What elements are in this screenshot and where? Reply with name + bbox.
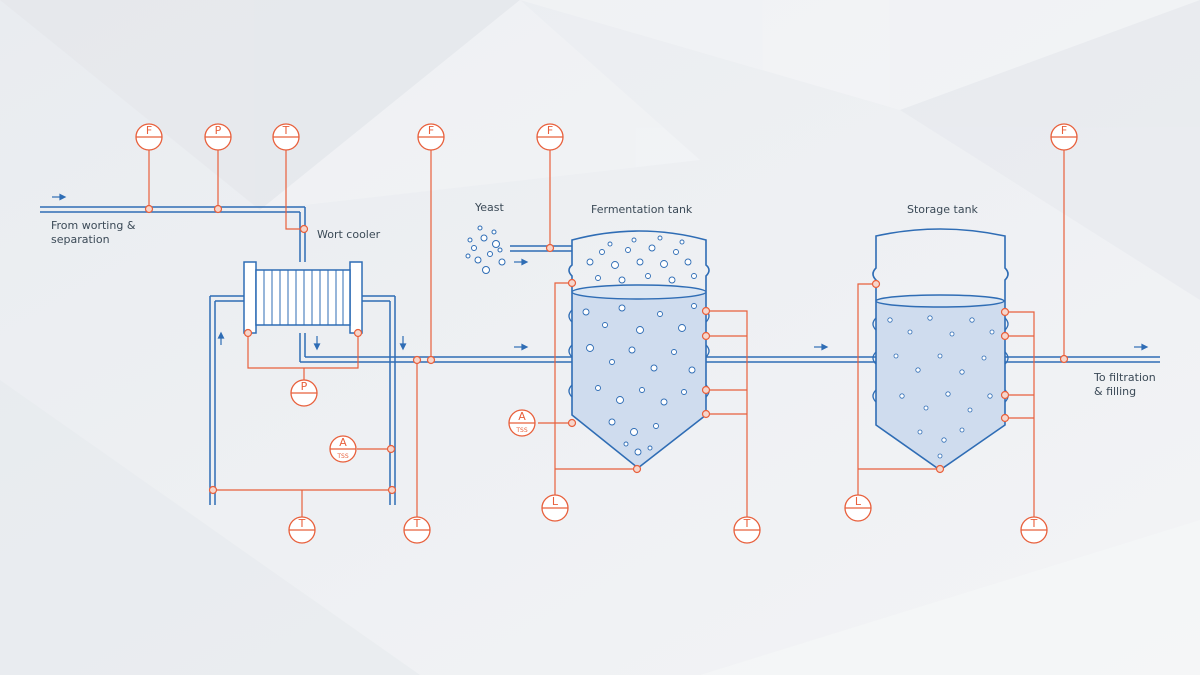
svg-text:L: L: [855, 495, 862, 508]
heat-exchanger-icon: [243, 261, 363, 334]
instrument-flow-inlet: F: [135, 123, 163, 151]
instrument-pressure-cooler: P: [290, 379, 318, 407]
svg-text:L: L: [552, 495, 559, 508]
instrument-temperature-after-cooler: T: [403, 516, 431, 544]
process-pipes: [40, 206, 1160, 505]
instrument-temperature-storage: T: [1020, 516, 1048, 544]
instrument-analyzer-loop: A TSS: [329, 435, 357, 463]
instrument-lines: [148, 150, 1065, 517]
yeast-label: Yeast: [474, 201, 504, 214]
instrument-level-fermentation: L: [541, 494, 569, 522]
instrument-pressure-inlet: P: [204, 123, 232, 151]
instrument-temperature-inlet: T: [272, 123, 300, 151]
foam-bubbles: [586, 235, 697, 284]
instrument-flow-after-cooler: F: [417, 123, 445, 151]
svg-text:F: F: [146, 124, 152, 137]
svg-text:TSS: TSS: [515, 427, 527, 434]
destination-label-line2: & filling: [1094, 385, 1136, 398]
source-label-line2: separation: [51, 233, 110, 246]
svg-text:F: F: [428, 124, 434, 137]
svg-text:T: T: [1030, 517, 1038, 530]
sensor-taps: [144, 204, 1069, 495]
instrument-temperature-loop: T: [288, 516, 316, 544]
svg-text:A: A: [518, 410, 526, 423]
svg-text:F: F: [547, 124, 553, 137]
instrument-flow-outlet: F: [1050, 123, 1078, 151]
instrument-temperature-fermentation: T: [733, 516, 761, 544]
storage-bubbles: [887, 315, 995, 459]
source-label-line1: From worting &: [51, 219, 136, 232]
svg-text:T: T: [743, 517, 751, 530]
liquid-bubbles: [582, 303, 697, 456]
storage-tank: [872, 228, 1009, 471]
svg-text:T: T: [413, 517, 421, 530]
fermentation-tank-label: Fermentation tank: [591, 203, 693, 216]
fermentation-tank: [568, 230, 710, 470]
svg-text:F: F: [1061, 124, 1067, 137]
svg-text:TSS: TSS: [336, 453, 348, 460]
storage-tank-label: Storage tank: [907, 203, 979, 216]
flow-arrow-icon: [52, 193, 1149, 351]
svg-text:T: T: [282, 124, 290, 137]
svg-text:T: T: [298, 517, 306, 530]
svg-text:P: P: [301, 380, 308, 393]
instrument-flow-yeast: F: [536, 123, 564, 151]
wort-cooler-label: Wort cooler: [317, 228, 381, 241]
destination-label-line1: To filtration: [1093, 371, 1156, 384]
instrument-analyzer-fermentation: A TSS: [508, 409, 536, 437]
yeast-icon: [465, 225, 506, 274]
svg-text:A: A: [339, 436, 347, 449]
svg-text:P: P: [215, 124, 222, 137]
instrument-level-storage: L: [844, 494, 872, 522]
